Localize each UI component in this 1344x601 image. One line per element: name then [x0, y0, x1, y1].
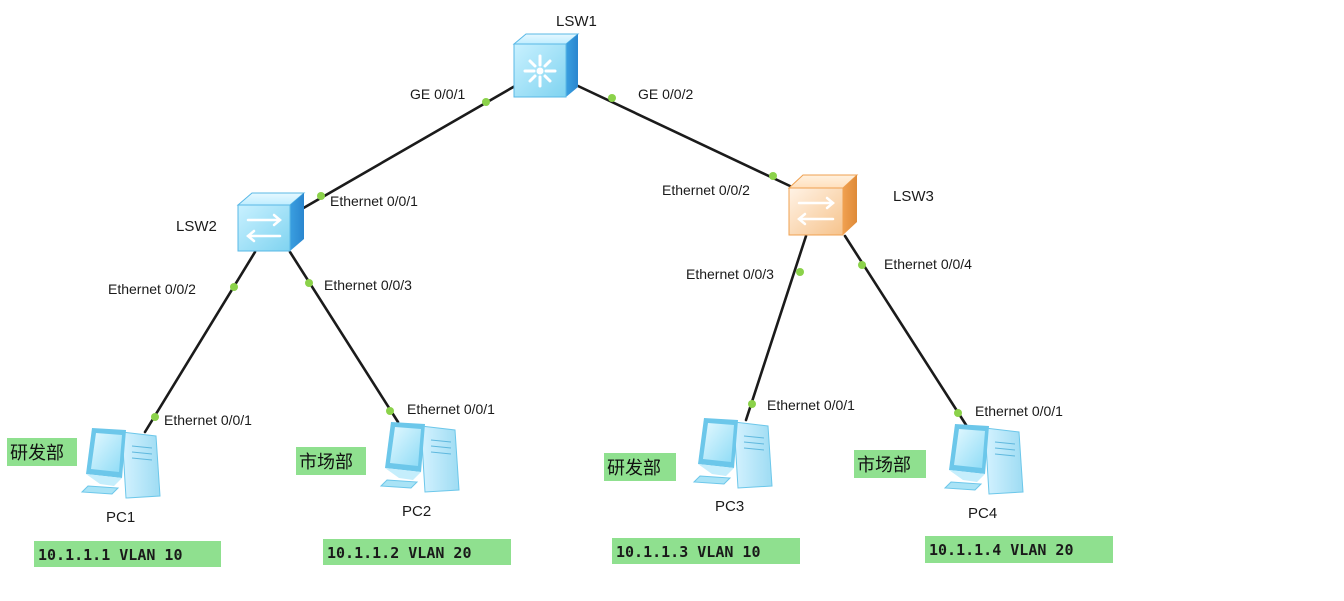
pc-icon [379, 422, 460, 493]
link-lsw1-lsw2[interactable] [298, 84, 517, 212]
pc-icon [943, 424, 1024, 495]
link-lsw3-pc3[interactable] [744, 234, 808, 422]
port-labels: GE 0/0/1 GE 0/0/2 Ethernet 0/0/1 Etherne… [108, 86, 1063, 428]
port-label-lsw1-ge2: GE 0/0/2 [638, 86, 693, 102]
port-label-lsw1-ge1: GE 0/0/1 [410, 86, 465, 102]
port-dot [317, 192, 325, 200]
address-tag-pc1: 10.1.1.1 VLAN 10 [34, 541, 221, 567]
port-label-lsw3-e4: Ethernet 0/0/4 [884, 256, 972, 272]
department-label: 市场部 [857, 455, 911, 476]
port-label-lsw2-uplink: Ethernet 0/0/1 [330, 193, 418, 209]
department-label: 研发部 [607, 458, 661, 479]
port-dot [230, 283, 238, 291]
port-dot [482, 98, 490, 106]
port-label-lsw2-e2: Ethernet 0/0/2 [108, 281, 196, 297]
department-tags: 研发部 市场部 研发部 市场部 [7, 438, 926, 481]
device-pc1[interactable]: PC1 [80, 428, 161, 526]
port-dot [769, 172, 777, 180]
device-label-pc4: PC4 [968, 505, 997, 522]
pc-icon [692, 418, 773, 489]
department-label: 市场部 [299, 452, 353, 473]
address-label: 10.1.1.3 VLAN 10 [616, 543, 761, 561]
port-label-pc2: Ethernet 0/0/1 [407, 401, 495, 417]
department-label: 研发部 [10, 443, 64, 464]
port-label-pc1: Ethernet 0/0/1 [164, 412, 252, 428]
address-label: 10.1.1.4 VLAN 20 [929, 541, 1074, 559]
device-label-pc3: PC3 [715, 498, 744, 515]
port-label-lsw3-uplink: Ethernet 0/0/2 [662, 182, 750, 198]
links [143, 84, 970, 434]
device-label-pc1: PC1 [106, 509, 135, 526]
port-dot [748, 400, 756, 408]
switch-icon [787, 174, 859, 236]
port-dot [858, 261, 866, 269]
port-dot [151, 413, 159, 421]
address-tag-pc3: 10.1.1.3 VLAN 10 [612, 538, 800, 564]
device-label-lsw2: LSW2 [176, 218, 217, 235]
device-label-lsw1: LSW1 [556, 13, 597, 30]
port-label-lsw2-e3: Ethernet 0/0/3 [324, 277, 412, 293]
address-tags: 10.1.1.1 VLAN 10 10.1.1.2 VLAN 20 10.1.1… [34, 536, 1113, 567]
address-tag-pc2: 10.1.1.2 VLAN 20 [323, 539, 511, 565]
port-dot [305, 279, 313, 287]
link-lsw3-pc4[interactable] [843, 234, 970, 430]
device-label-pc2: PC2 [402, 503, 431, 520]
switch-icon [236, 192, 306, 252]
department-tag-pc1: 研发部 [7, 438, 77, 466]
device-label-lsw3: LSW3 [893, 188, 934, 205]
pc-icon [80, 428, 161, 499]
department-tag-pc3: 研发部 [604, 453, 676, 481]
address-tag-pc4: 10.1.1.4 VLAN 20 [925, 536, 1113, 563]
device-lsw2[interactable]: LSW2 [176, 192, 306, 252]
department-tag-pc2: 市场部 [296, 447, 366, 475]
core-switch-icon [512, 33, 580, 98]
device-pc4[interactable]: PC4 [943, 424, 1024, 522]
port-dot [796, 268, 804, 276]
address-label: 10.1.1.1 VLAN 10 [38, 546, 183, 564]
port-label-pc3: Ethernet 0/0/1 [767, 397, 855, 413]
device-pc3[interactable]: PC3 [692, 418, 773, 515]
port-dot [954, 409, 962, 417]
port-dot [386, 407, 394, 415]
port-dot [608, 94, 616, 102]
device-lsw1[interactable]: LSW1 [512, 13, 597, 98]
port-label-lsw3-e3: Ethernet 0/0/3 [686, 266, 774, 282]
port-label-pc4: Ethernet 0/0/1 [975, 403, 1063, 419]
link-lsw1-lsw3[interactable] [576, 84, 792, 188]
port-dots [151, 94, 962, 421]
address-label: 10.1.1.2 VLAN 20 [327, 544, 472, 562]
device-lsw3[interactable]: LSW3 [787, 174, 934, 236]
link-lsw2-pc1[interactable] [143, 250, 257, 434]
device-pc2[interactable]: PC2 [379, 422, 460, 520]
department-tag-pc4: 市场部 [854, 450, 926, 478]
